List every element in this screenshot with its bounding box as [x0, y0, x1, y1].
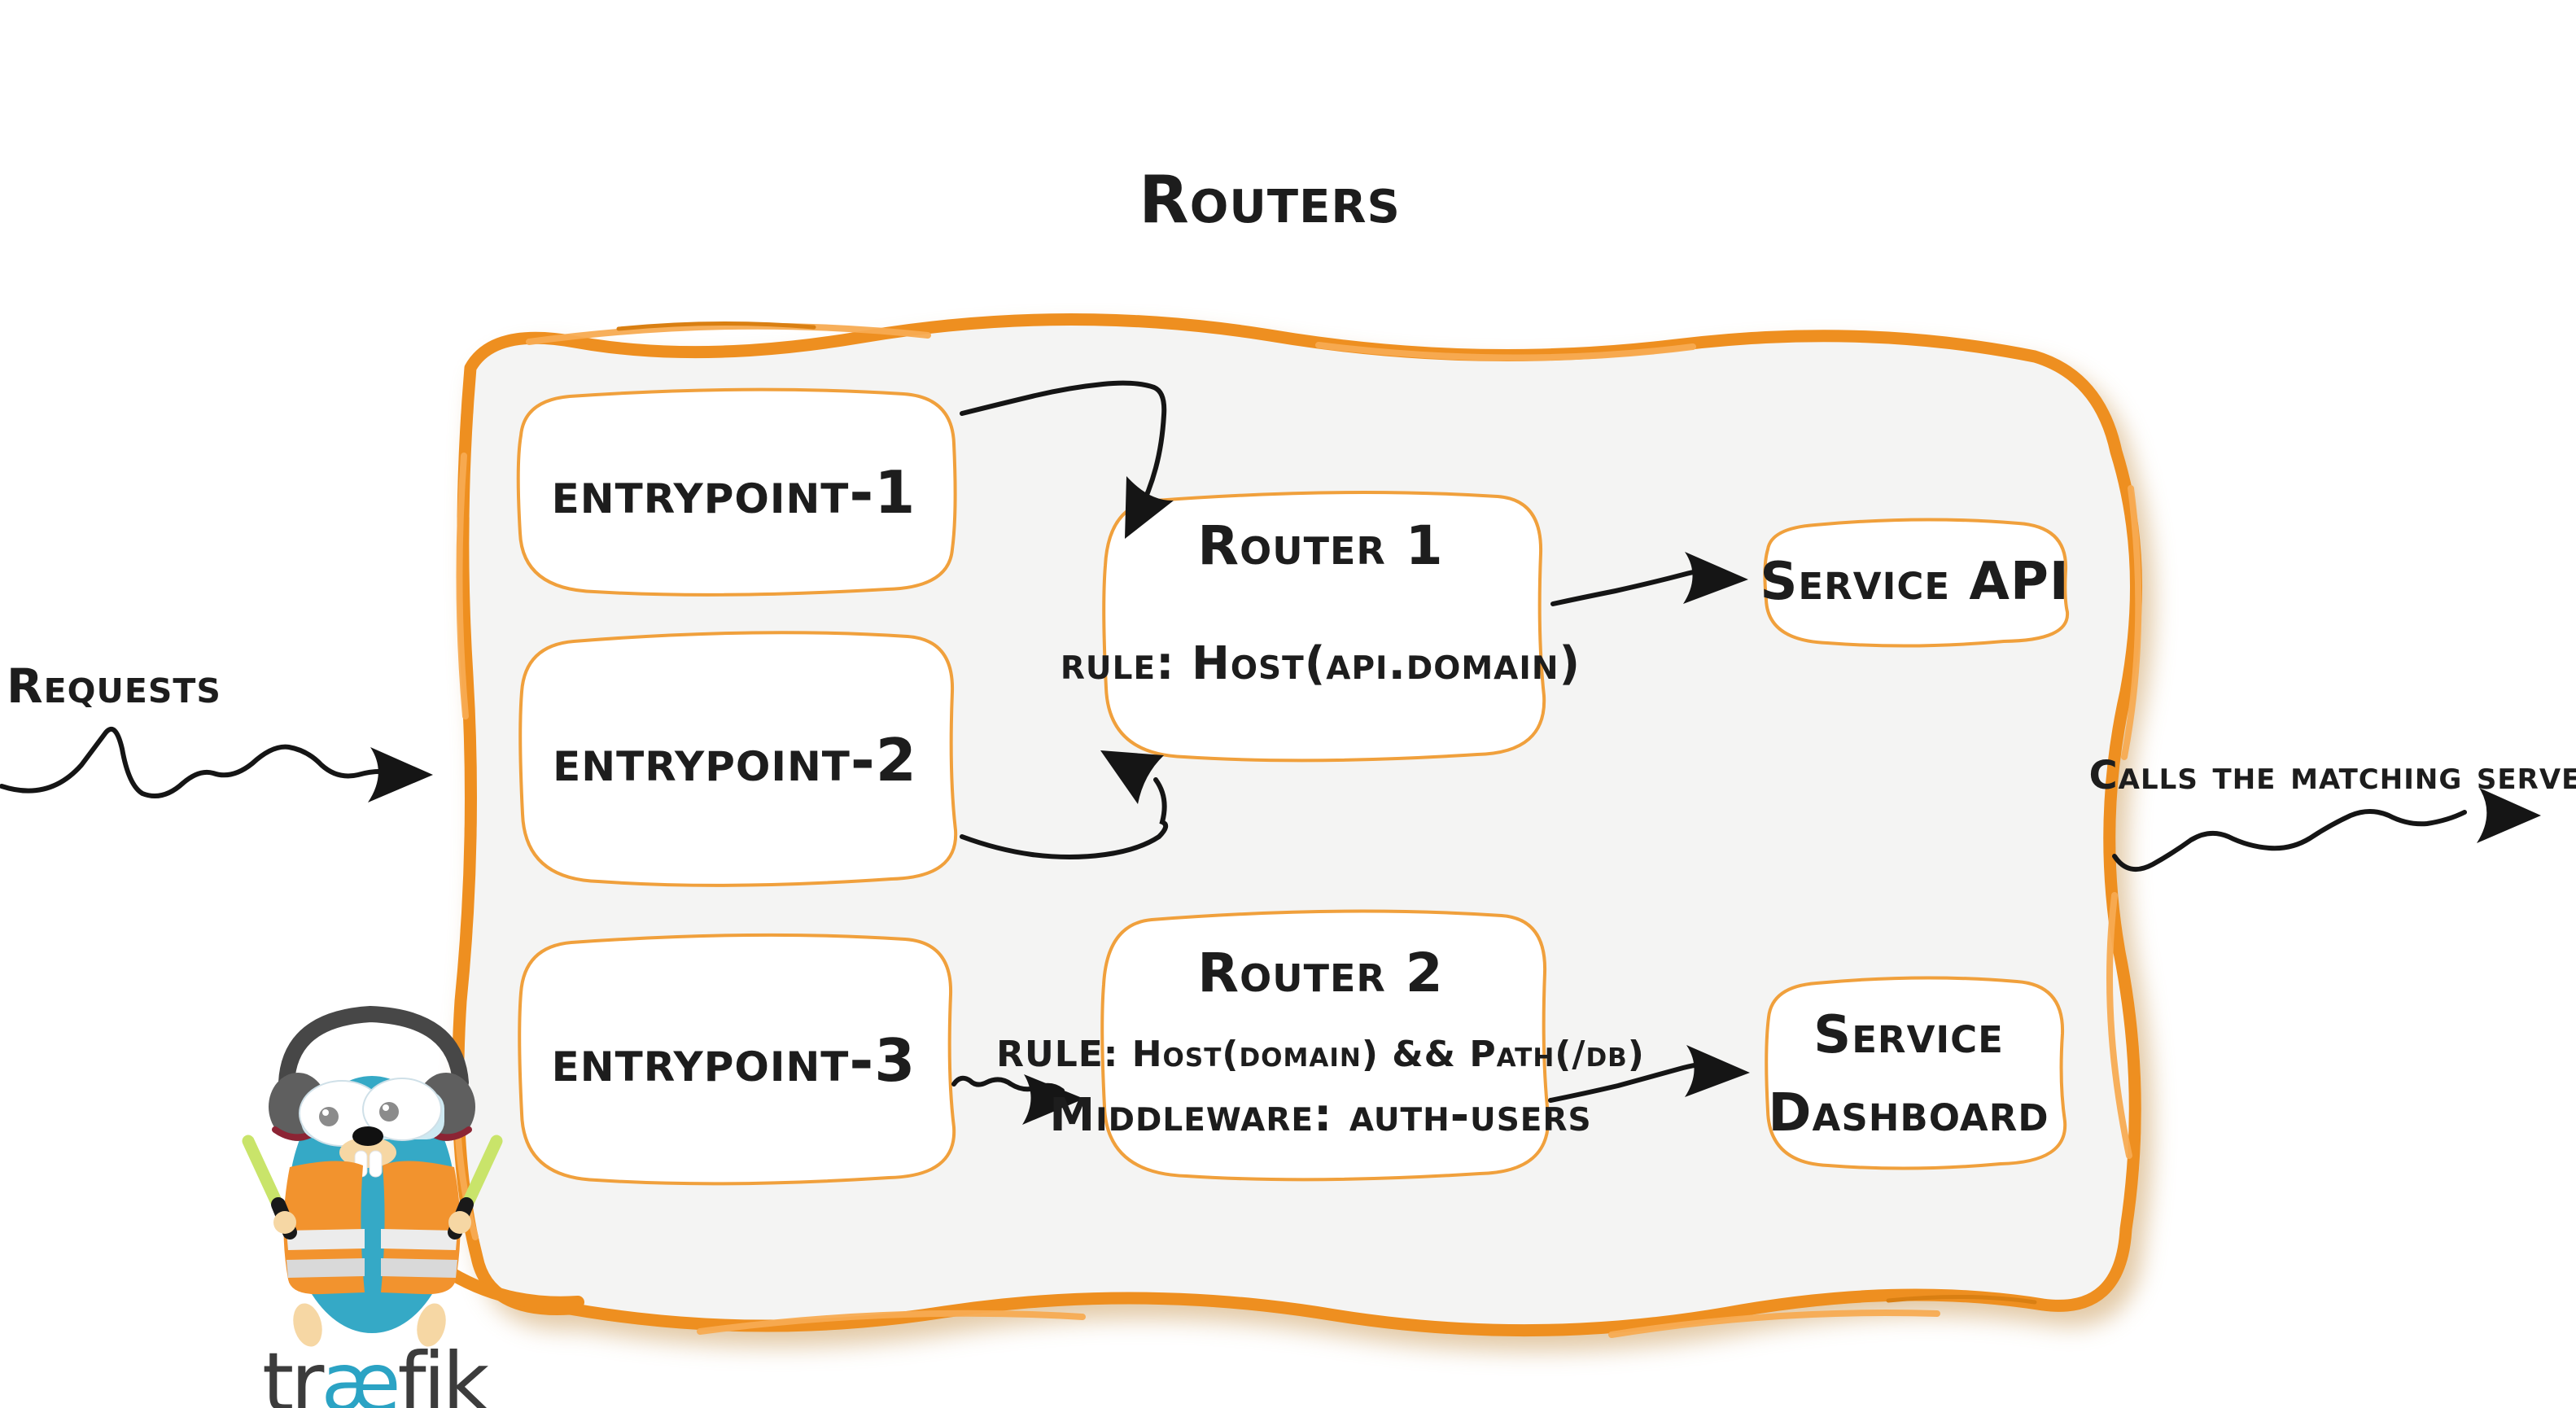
router2-to-servicedashboard-arrowhead [1685, 1045, 1750, 1097]
router-2-rule: RULE: Host(domain) && Path(/db) [996, 1033, 1645, 1075]
gopher-pupil-right-highlight [383, 1104, 389, 1111]
diagram-title: Routers [1139, 161, 1401, 238]
gopher-goggle-right [362, 1078, 442, 1141]
gopher-pupil-left-highlight [322, 1109, 329, 1116]
container-brush-flecks [616, 321, 2037, 1305]
entrypoint-2-label: entrypoint-2 [553, 726, 917, 794]
traefik-wordmark: træfik [262, 1335, 490, 1408]
gopher-stick-left [242, 1135, 285, 1213]
entrypoint3-to-router2-arrowhead [1022, 1074, 1084, 1125]
entrypoint-1-box [516, 387, 957, 597]
gopher-tail [445, 1267, 584, 1310]
entrypoint2-to-router1-line [960, 777, 1169, 859]
gopher-foot-right [417, 1303, 446, 1347]
gopher-stick-right [460, 1135, 503, 1213]
router-2-box [1100, 909, 1550, 1182]
requests-label: Requests [7, 658, 221, 714]
gopher-foot-left [293, 1303, 322, 1347]
wordmark-fik: fik [397, 1335, 490, 1408]
gopher-vest-stripe-right-2 [381, 1258, 457, 1278]
router1-to-serviceapi-arrowhead [1683, 552, 1748, 604]
wordmark-tr: tr [262, 1335, 324, 1408]
traefik-gopher-mascot [242, 1005, 584, 1347]
entrypoint2-to-router1-arrowhead [1100, 750, 1164, 804]
service-api-label: Service API [1760, 552, 2070, 612]
router-1-box [1102, 491, 1546, 763]
router-2-title: Router 2 [1197, 941, 1444, 1004]
gopher-vest-stripe-left-1 [286, 1229, 365, 1250]
service-dashboard-box [1765, 976, 2067, 1170]
gopher-pupil-right [379, 1102, 399, 1122]
service-api-box [1763, 518, 2070, 648]
entrypoint1-to-router1-arrowhead [1125, 476, 1174, 539]
router-1-rule: rule: Host(api.domain) [1060, 636, 1581, 690]
router-1-title: Router 1 [1197, 514, 1444, 577]
gopher-tooth-right [369, 1150, 383, 1178]
entrypoint-1-label: entrypoint-1 [551, 458, 916, 527]
gopher-headphone-band [278, 1005, 469, 1091]
gopher-vest-stripe-left-2 [286, 1258, 365, 1278]
calls-arrowhead [2477, 788, 2541, 843]
entrypoint1-to-router1-line [960, 380, 1167, 517]
entrypoint-2-box [518, 631, 958, 887]
gopher-nose [352, 1126, 383, 1146]
calls-arrow-line [2112, 809, 2467, 872]
service-dashboard-label: Service Dashboard [1768, 1005, 2049, 1143]
calls-label: Calls the matching server [2088, 753, 2576, 798]
wordmark-ae: æ [321, 1335, 400, 1408]
gopher-hand-right [448, 1211, 471, 1234]
gopher-vest-stripe-right-1 [381, 1229, 457, 1250]
router-2-middleware: Middleware: auth-users [1049, 1088, 1592, 1142]
gopher-pupil-left [319, 1107, 339, 1126]
requests-arrowhead [368, 747, 433, 802]
requests-arrow-line [0, 727, 397, 798]
gopher-hand-left [273, 1211, 296, 1234]
entrypoint-3-box [518, 933, 956, 1186]
entrypoint-3-label: entrypoint-3 [551, 1025, 916, 1095]
